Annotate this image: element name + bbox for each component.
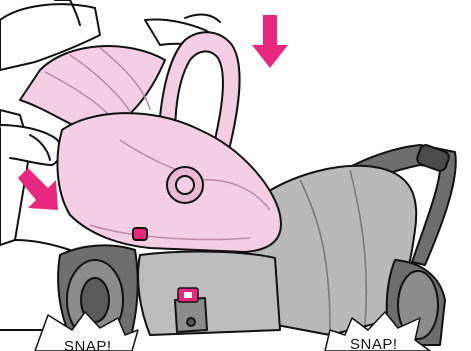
infant-car-seat — [20, 32, 281, 252]
down-arrow-icon — [252, 15, 288, 68]
lock-indicator — [178, 288, 198, 302]
stroller-seat-base — [138, 252, 280, 335]
release-button-icon — [133, 228, 147, 240]
snap-label-right: SNAP! — [350, 336, 398, 351]
handle-grip — [415, 143, 450, 172]
snap-label-left: SNAP! — [64, 338, 112, 351]
